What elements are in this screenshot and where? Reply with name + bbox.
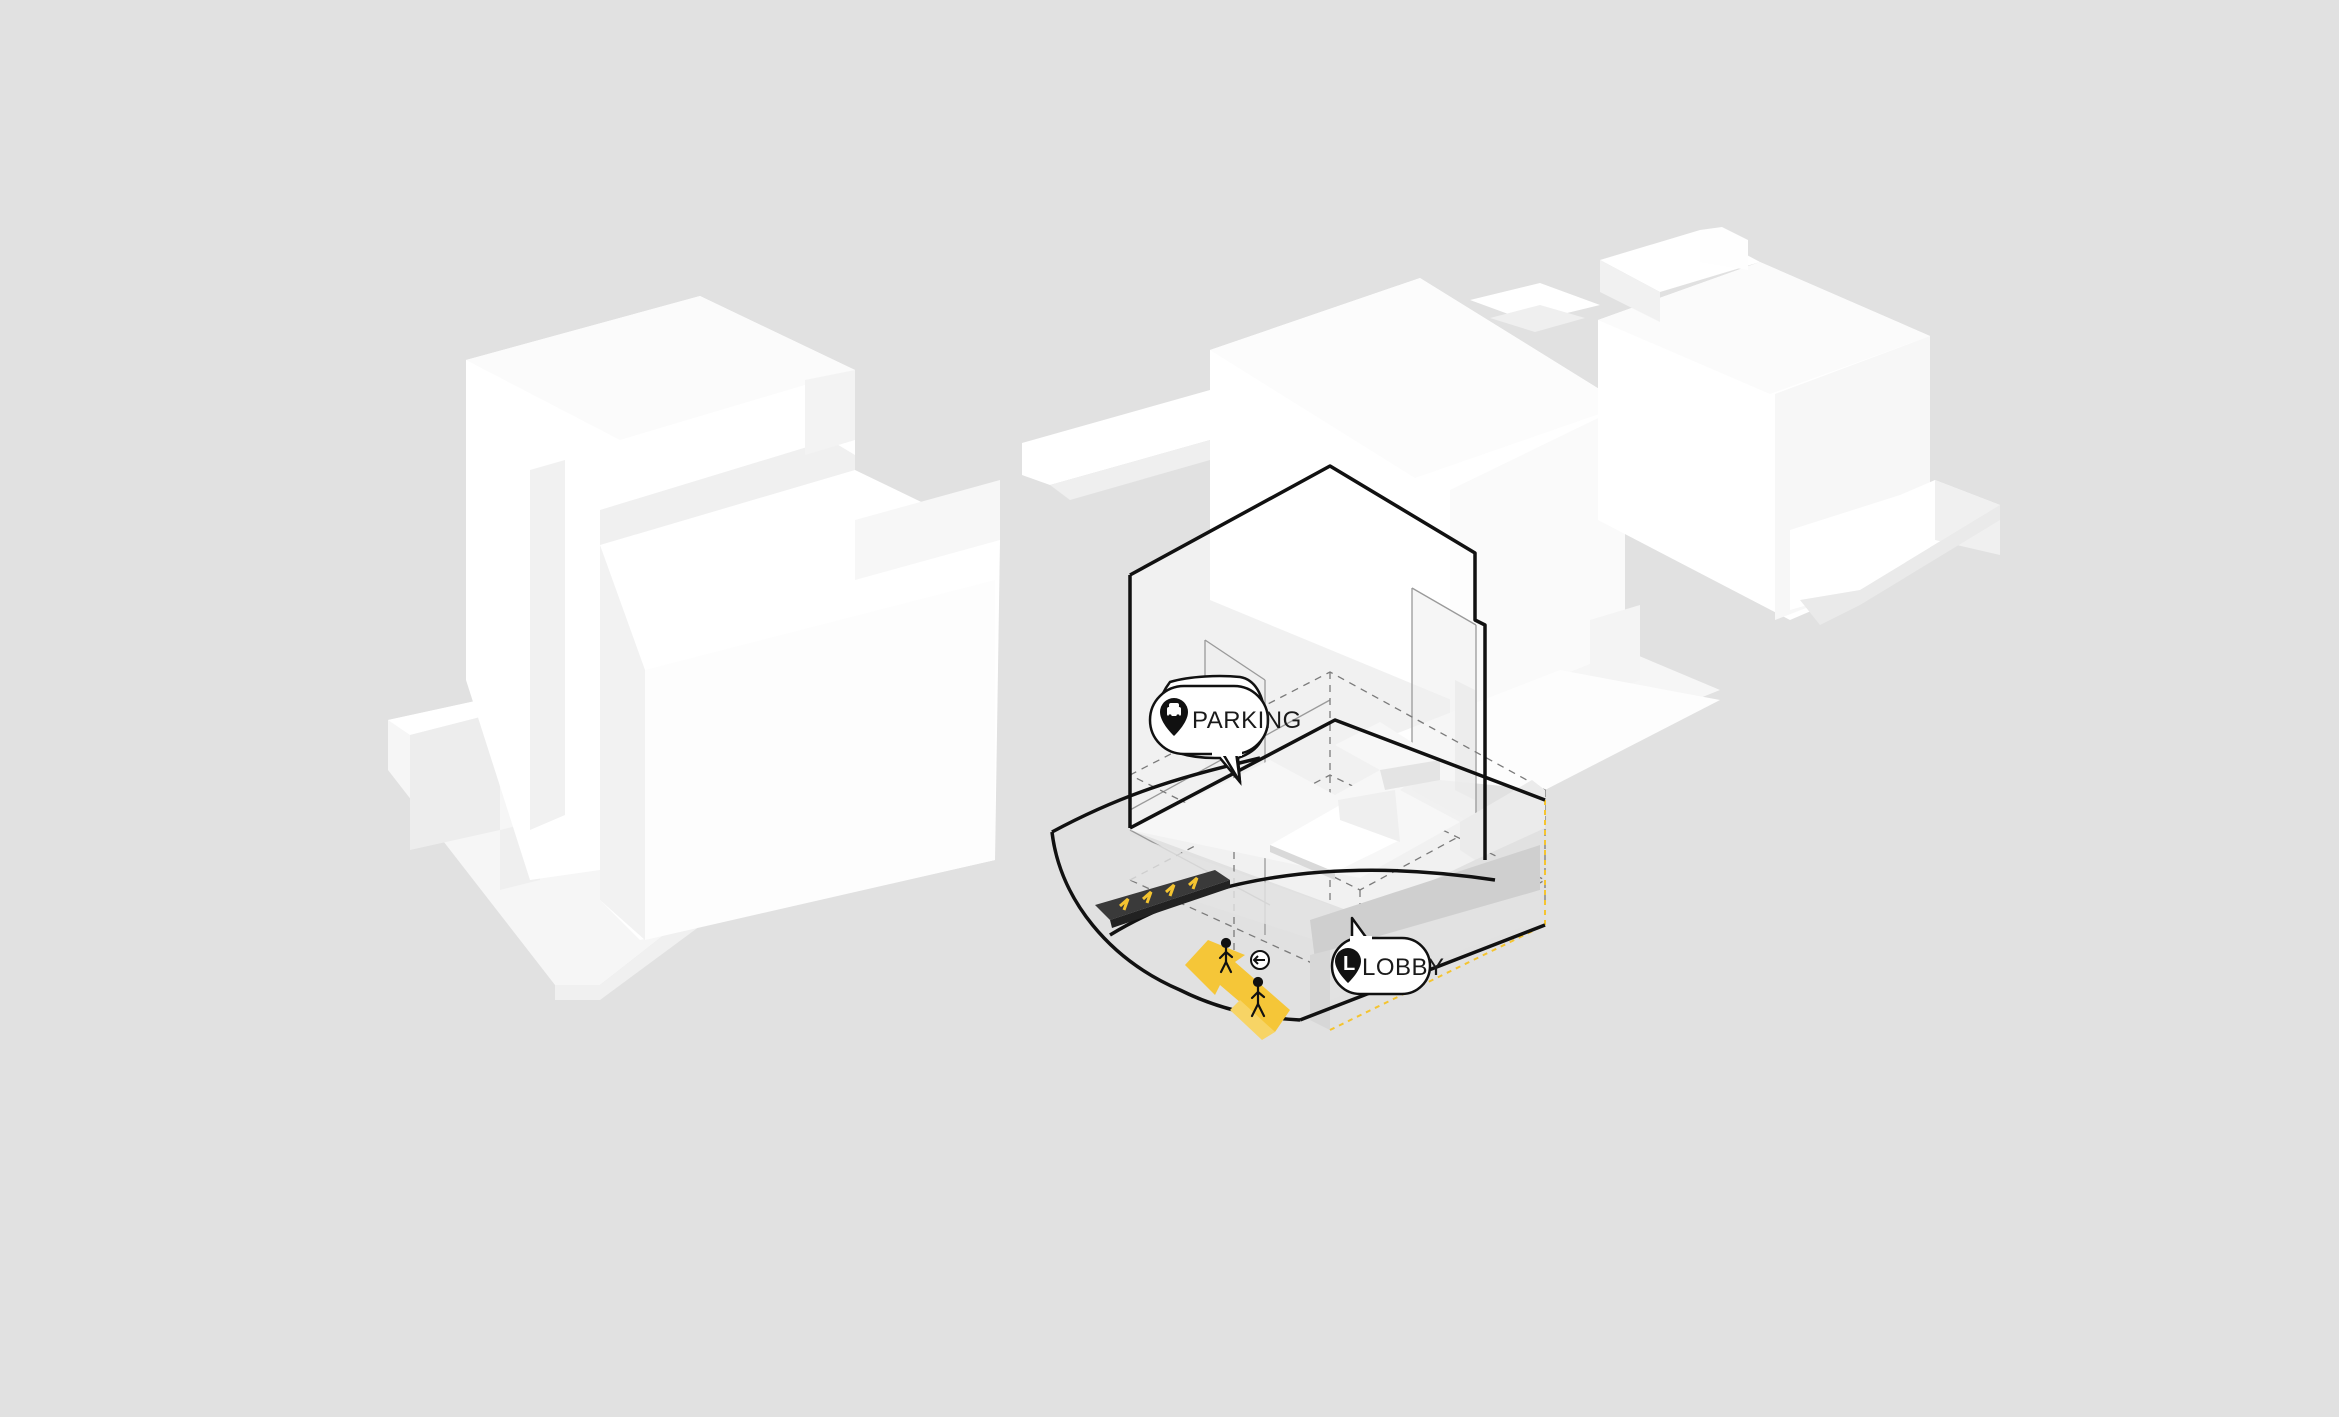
rear-bar [1022,283,1600,500]
car-pin-icon [1160,698,1188,736]
lobby-label: LOBBY [1362,954,1445,981]
interior-slab [1130,722,1545,880]
person-icon [1250,976,1266,1018]
entrance-arrow-icon [1250,950,1270,970]
parking-ramp [1095,870,1230,928]
parking-label: PARKING [1192,707,1302,734]
lobby-pin-icon: L [1335,948,1361,983]
person-icon [1218,937,1234,974]
entry-arrow [1185,940,1290,1040]
pedestrian-figures [1218,937,1266,1018]
parking-callout: PARKING [1148,674,1302,786]
proposed-building [1050,464,1547,1040]
lobby-pin-letter: L [1343,953,1355,975]
lobby-callout: L LOBBY [1330,916,1445,996]
ramp-chevrons [1119,876,1199,911]
left-low-block [600,470,1000,940]
